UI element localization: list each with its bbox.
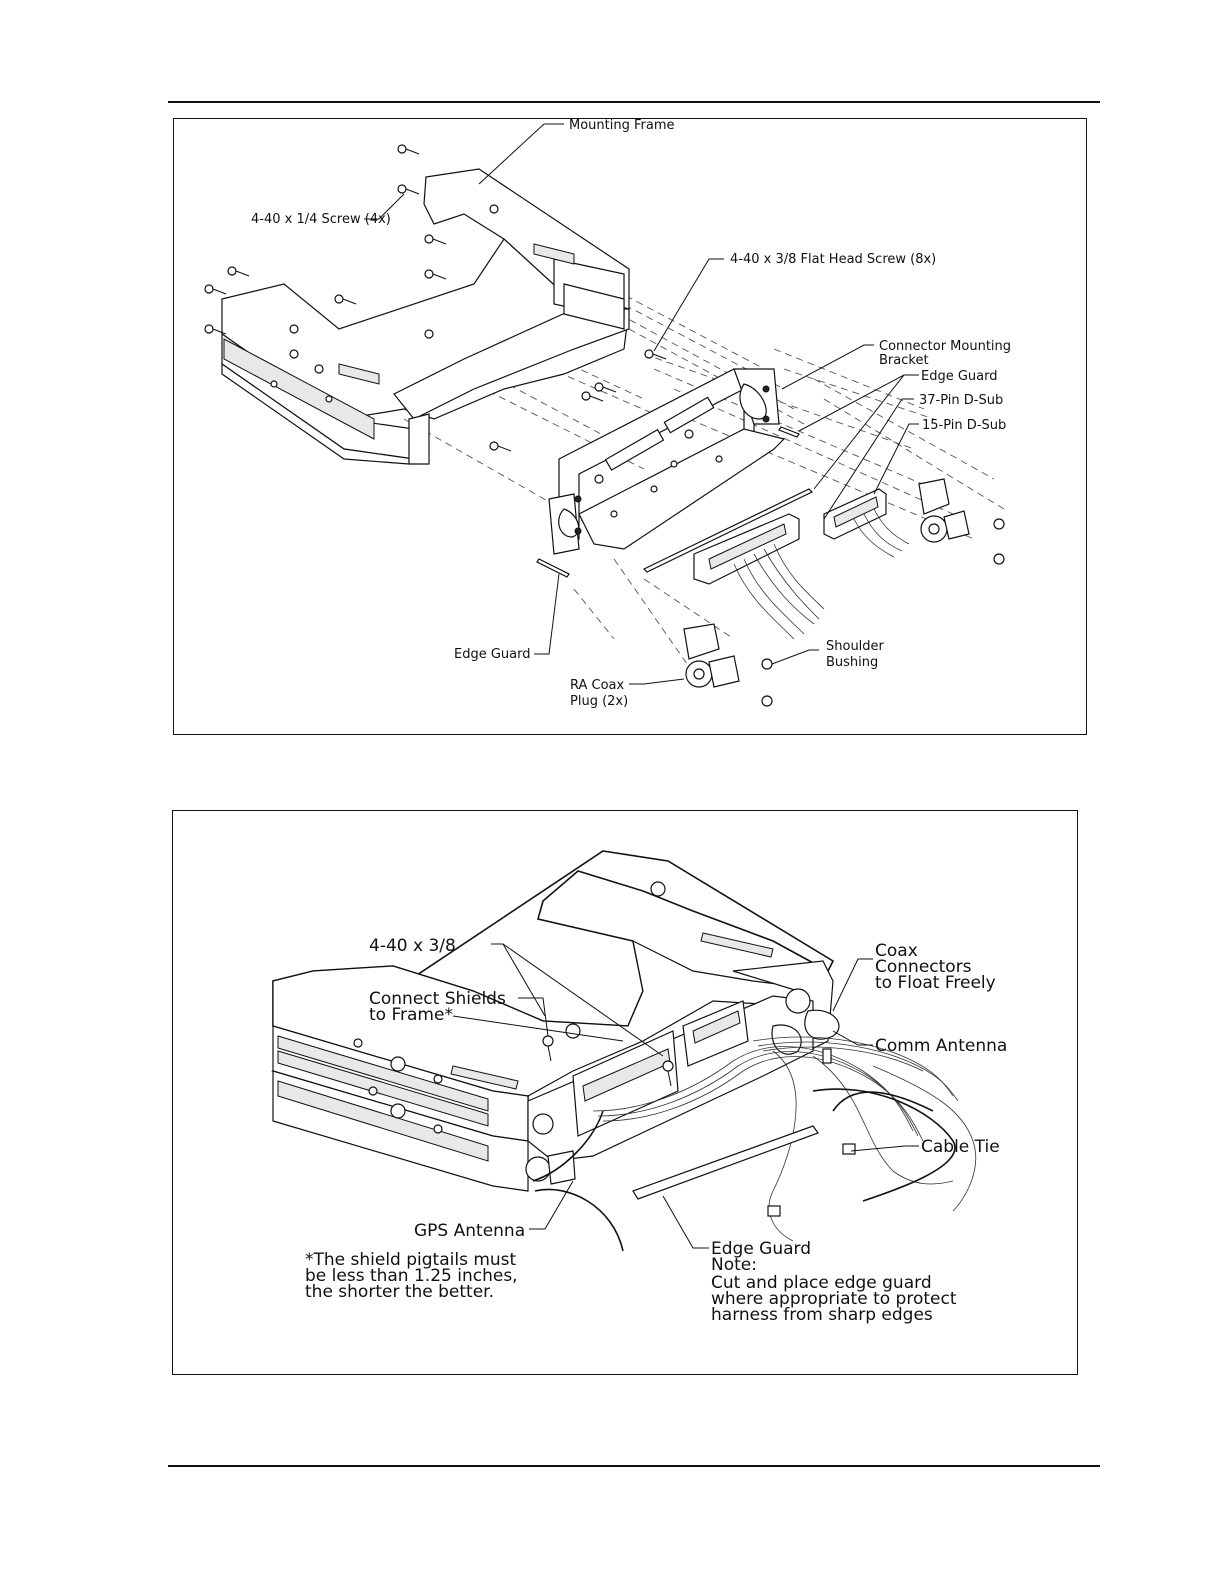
shield-note-line3: the shorter the better. [305, 1282, 494, 1302]
label-screw-quarter: 4-40 x 1/4 Screw (4x) [251, 212, 391, 227]
assembly-lines [403, 278, 1005, 675]
edge-guard-parts [536, 426, 814, 578]
coax-plug-upper [918, 478, 1005, 565]
shield-note-line1: *The shield pigtails must [305, 1250, 517, 1270]
label-edge-guard: Edge Guard [711, 1239, 811, 1259]
screw-icons-left [204, 144, 447, 335]
label-dsub-37: 37-Pin D-Sub [919, 393, 1003, 408]
shield-note-line2: be less than 1.25 inches, [305, 1266, 518, 1286]
label-dsub-15: 15-Pin D-Sub [922, 418, 1006, 433]
dsub-37-connector [693, 513, 825, 640]
label-comm-antenna: Comm Antenna [875, 1036, 1007, 1056]
leader-lines [364, 123, 919, 685]
installed-edge-guard [632, 1125, 819, 1200]
label-mounting-frame: Mounting Frame [569, 119, 675, 133]
label-connector-bracket-line2: Bracket [879, 353, 929, 368]
wire-harness [532, 1036, 977, 1252]
connector-mounting-bracket [548, 368, 786, 555]
installed-mounting-frame [271, 850, 835, 1192]
note-title: Note: [711, 1255, 757, 1275]
note-line1: Cut and place edge guard [711, 1273, 932, 1293]
label-gps-antenna: GPS Antenna [414, 1221, 525, 1241]
label-coax-float-line3: to Float Freely [875, 973, 996, 993]
note-line3: harness from sharp edges [711, 1305, 933, 1325]
installed-leader-lines [452, 943, 919, 1249]
exploded-view-figure: Mounting Frame 4-40 x 1/4 Screw (4x) 4-4… [173, 118, 1087, 735]
header-rule [168, 101, 1100, 103]
footer-rule [168, 1465, 1100, 1467]
note-line2: where appropriate to protect [711, 1289, 957, 1309]
label-connect-shields-line1: Connect Shields [369, 989, 506, 1009]
label-flat-head-screw: 4-40 x 3/8 Flat Head Screw (8x) [730, 252, 936, 267]
mounting-frame [221, 168, 630, 465]
label-coax-line2: Plug (2x) [570, 694, 628, 709]
installed-view-drawing: 4-40 x 3/8 Connect Shields to Frame* Coa… [271, 850, 1007, 1325]
label-cable-tie: Cable Tie [921, 1137, 1000, 1157]
label-shoulder-line2: Bushing [826, 655, 878, 670]
installed-callout-labels: 4-40 x 3/8 Connect Shields to Frame* Coa… [305, 936, 1007, 1325]
dsub-15-connector [823, 488, 910, 558]
exploded-view-drawing: Mounting Frame 4-40 x 1/4 Screw (4x) 4-4… [204, 119, 1011, 709]
label-coax-float-line2: Connectors [875, 957, 972, 977]
label-coax-float-line1: Coax [875, 941, 918, 961]
label-edge-guard-top: Edge Guard [921, 369, 998, 384]
label-coax-line1: RA Coax [570, 678, 625, 693]
callout-labels: Mounting Frame 4-40 x 1/4 Screw (4x) 4-4… [251, 119, 1011, 709]
installed-view-figure: 4-40 x 3/8 Connect Shields to Frame* Coa… [172, 810, 1078, 1375]
coax-plug-lower [683, 623, 773, 707]
label-edge-guard-bottom: Edge Guard [454, 647, 531, 662]
label-shoulder-line1: Shoulder [826, 639, 885, 654]
screw-icons-bracket [489, 349, 667, 452]
label-screw-3-8: 4-40 x 3/8 [369, 936, 456, 956]
label-connect-shields-line2: to Frame* [369, 1005, 453, 1025]
label-connector-bracket-line1: Connector Mounting [879, 339, 1011, 354]
